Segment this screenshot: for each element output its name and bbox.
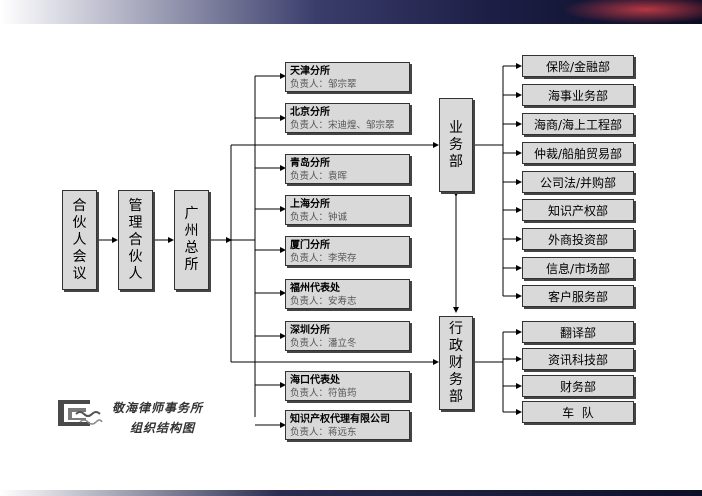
- branch-box: 知识产权代理有限公司 负责人：蒋远东: [285, 410, 410, 440]
- branch-box: 海口代表处 负责人：符笛筠: [285, 371, 410, 401]
- char: 政: [449, 337, 463, 354]
- business-dept-box: 公司法/并购部: [522, 171, 634, 193]
- admin-dept-box: 财务部: [522, 375, 634, 397]
- char: 议: [72, 265, 87, 282]
- branch-name: 福州代表处: [290, 283, 340, 294]
- managing-partner-box: 管 理 合 伙 人: [118, 190, 153, 290]
- business-dept-box: 海事业务部: [522, 84, 634, 106]
- branch-box: 青岛分所 负责人：袁晖: [285, 154, 410, 184]
- branch-name: 天津分所: [290, 66, 330, 77]
- branch-head: 负责人：李荣存: [290, 253, 357, 264]
- branch-box: 天津分所 负责人：邹宗翠: [285, 62, 410, 92]
- char: 所: [184, 257, 199, 273]
- branch-box: 上海分所 负责人：钟诚: [285, 195, 410, 225]
- char: 财: [449, 354, 463, 371]
- char: 务: [449, 371, 463, 388]
- guangzhou-hq-box: 广 州 总 所: [174, 190, 209, 290]
- branch-name: 知识产权代理有限公司: [290, 414, 390, 425]
- branch-head: 负责人：邹宗翠: [290, 79, 357, 90]
- partners-meeting-box: 合 伙 人 会 议: [62, 190, 97, 290]
- char: 合: [128, 231, 143, 248]
- char: 行: [449, 320, 463, 337]
- branch-head: 负责人：符笛筠: [290, 388, 357, 399]
- firm-logo-icon: [58, 400, 103, 426]
- branch-head: 负责人：袁晖: [290, 171, 348, 182]
- char: 部: [449, 388, 463, 405]
- branch-name: 深圳分所: [290, 325, 330, 336]
- business-dept-box: 外商投资部: [522, 228, 634, 250]
- char: 人: [72, 231, 87, 248]
- business-dept-box: 仲裁/船舶贸易部: [522, 142, 634, 164]
- chart-subtitle: 组织结构图: [130, 421, 196, 435]
- branch-name: 青岛分所: [290, 158, 330, 169]
- branch-name: 厦门分所: [290, 240, 330, 251]
- firm-name: 敬海律师事务所: [112, 401, 204, 415]
- char: 人: [128, 265, 143, 282]
- top-banner: [0, 0, 702, 24]
- char: 务: [449, 136, 463, 153]
- admin-dept-box: 车 队: [522, 401, 634, 423]
- business-dept-box: 客户服务部: [522, 285, 634, 307]
- branch-box: 厦门分所 负责人：李荣存: [285, 236, 410, 266]
- business-division-box: 业 务 部: [439, 98, 473, 192]
- branch-name: 北京分所: [290, 107, 330, 118]
- admin-dept-box: 翻译部: [522, 321, 634, 343]
- char: 伙: [72, 214, 87, 231]
- branch-name: 上海分所: [290, 199, 330, 210]
- branch-head: 负责人：安寿志: [290, 296, 357, 307]
- branch-box: 北京分所 负责人：宋迪煌、邹宗翠: [285, 103, 410, 133]
- char: 管: [128, 197, 143, 214]
- char: 理: [128, 214, 143, 231]
- business-dept-box: 保险/金融部: [522, 55, 634, 77]
- char: 业: [449, 119, 463, 136]
- char: 部: [449, 153, 463, 170]
- admin-division-box: 行 政 财 务 部: [439, 316, 473, 410]
- business-dept-box: 海商/海上工程部: [522, 113, 634, 135]
- branch-name: 海口代表处: [290, 375, 340, 386]
- branch-box: 福州代表处 负责人：安寿志: [285, 279, 410, 309]
- branch-head: 负责人：蒋远东: [290, 427, 357, 438]
- branch-box: 深圳分所 负责人：潘立冬: [285, 321, 410, 351]
- char: 广: [184, 206, 199, 222]
- char: 会: [72, 248, 87, 265]
- branch-head: 负责人：钟诚: [290, 212, 348, 223]
- bottom-banner: [0, 490, 702, 496]
- char: 州: [184, 223, 199, 239]
- admin-dept-box: 资讯科技部: [522, 348, 634, 370]
- branch-head: 负责人：宋迪煌、邹宗翠: [290, 120, 395, 131]
- branch-head: 负责人：潘立冬: [290, 338, 357, 349]
- business-dept-box: 信息/市场部: [522, 257, 634, 279]
- banner-glow: [562, 0, 702, 24]
- business-dept-box: 知识产权部: [522, 199, 634, 221]
- char: 伙: [128, 248, 143, 265]
- char: 合: [72, 197, 87, 214]
- char: 总: [184, 240, 199, 256]
